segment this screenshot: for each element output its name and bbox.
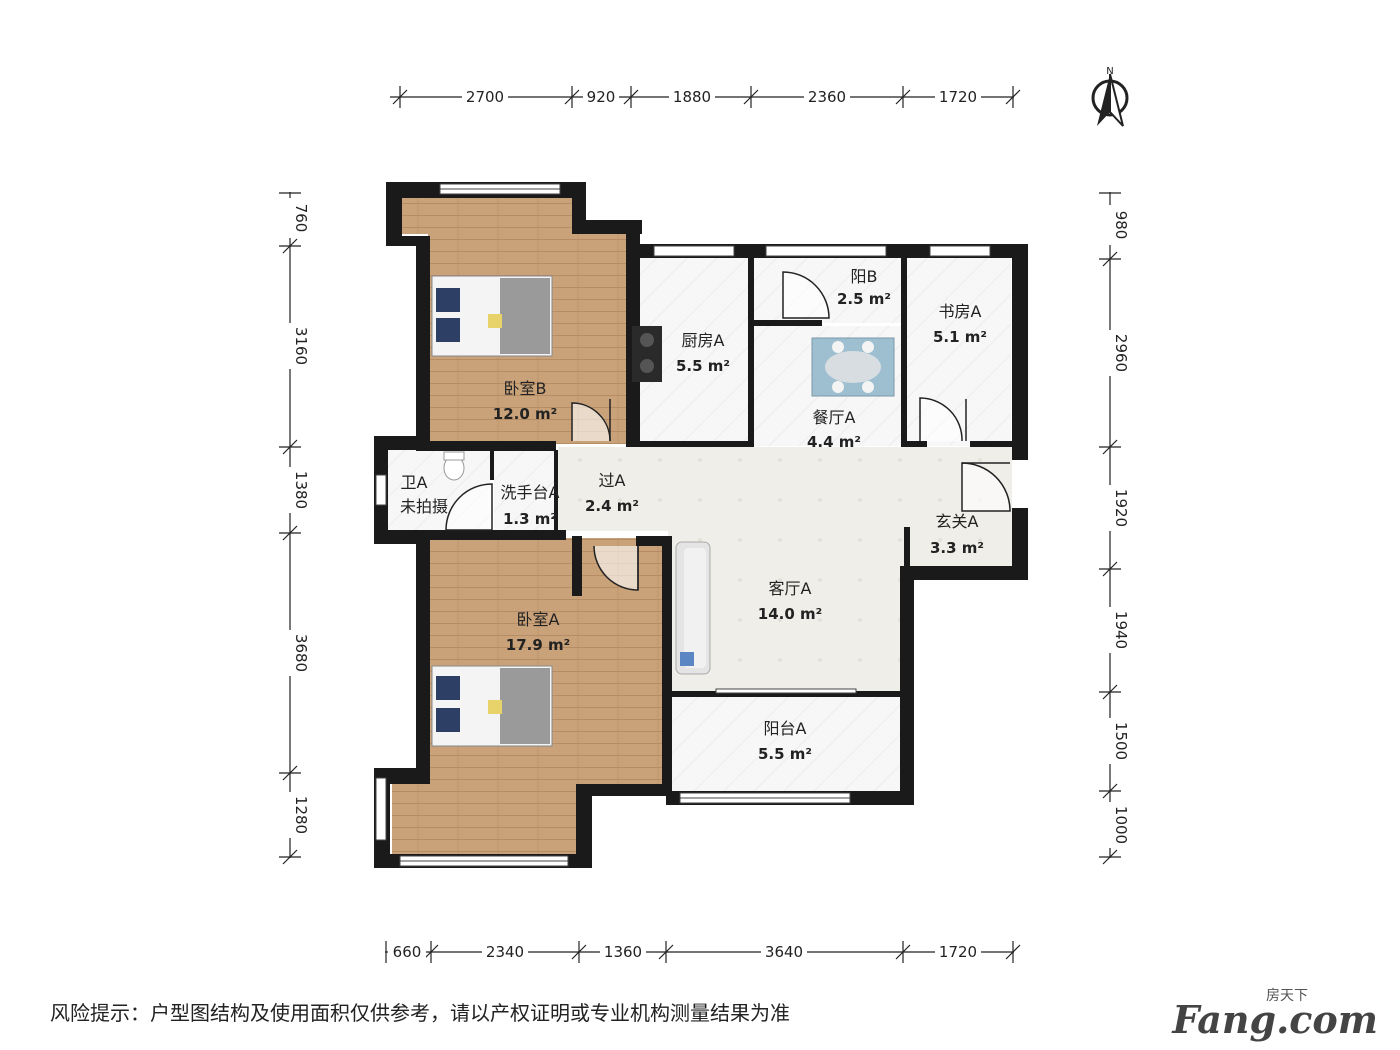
floor-washbasin bbox=[494, 450, 554, 530]
room-washbasin-name: 洗手台A bbox=[501, 483, 560, 502]
dim-bottom-4: 3640 bbox=[765, 943, 803, 961]
north-arrow-icon: N bbox=[1091, 66, 1129, 127]
dim-top-5: 1720 bbox=[939, 88, 977, 106]
room-balcony-b-area: 2.5 m² bbox=[837, 290, 891, 308]
toilet-icon bbox=[443, 451, 465, 481]
compass-label: N bbox=[1106, 66, 1113, 77]
windows bbox=[375, 183, 991, 867]
dim-top-1: 2700 bbox=[466, 88, 504, 106]
dim-left-3: 1380 bbox=[292, 471, 310, 509]
dim-right-2: 2960 bbox=[1112, 334, 1130, 372]
room-living-area: 14.0 m² bbox=[758, 605, 822, 623]
room-bedroom-a-area: 17.9 m² bbox=[506, 636, 570, 654]
floor-bedroom-b bbox=[400, 198, 572, 234]
room-kitchen-area: 5.5 m² bbox=[676, 357, 730, 375]
floor-balcony-a bbox=[672, 697, 900, 791]
room-study-name: 书房A bbox=[939, 302, 982, 321]
dim-left-5: 1280 bbox=[292, 796, 310, 834]
room-bedroom-b-name: 卧室B bbox=[504, 379, 547, 398]
logo-top-text: 房天下 bbox=[1266, 988, 1308, 1004]
dim-left-2: 3160 bbox=[292, 327, 310, 365]
dim-bottom-5: 1720 bbox=[939, 943, 977, 961]
dim-top-3: 1880 bbox=[673, 88, 711, 106]
dimension-bottom bbox=[385, 941, 1021, 963]
risk-disclaimer: 风险提示：户型图结构及使用面积仅供参考，请以产权证明或专业机构测量结果为准 bbox=[50, 1001, 790, 1025]
fang-logo: 房天下 Fang.com bbox=[1172, 985, 1378, 1045]
logo-main-text: Fang.com bbox=[1172, 997, 1378, 1042]
dim-bottom-1: 660 bbox=[393, 943, 422, 961]
room-bedroom-a-name: 卧室A bbox=[517, 610, 560, 629]
stove-icon bbox=[632, 326, 662, 382]
sofa-icon bbox=[675, 541, 711, 675]
dimension-right-labels: 980 2960 1920 1940 1500 1000 bbox=[1100, 205, 1130, 848]
room-living-name: 客厅A bbox=[769, 579, 812, 598]
room-kitchen-name: 厨房A bbox=[682, 331, 725, 350]
dim-right-3: 1920 bbox=[1112, 489, 1130, 527]
dim-left-1: 760 bbox=[292, 204, 310, 233]
dimension-top-labels: 2700 920 1880 2360 1720 bbox=[462, 88, 981, 106]
dimension-left-labels: 760 3160 1380 3680 1280 bbox=[280, 198, 310, 838]
room-entrance-name: 玄关A bbox=[936, 512, 979, 531]
dim-left-4: 3680 bbox=[292, 634, 310, 672]
room-washbasin-area: 1.3 m² bbox=[503, 510, 557, 528]
room-bedroom-b-area: 12.0 m² bbox=[493, 405, 557, 423]
room-balcony-b-name: 阳B bbox=[851, 267, 878, 286]
room-balcony-a-name: 阳台A bbox=[764, 719, 807, 738]
dining-table-icon bbox=[811, 337, 895, 397]
dim-right-5: 1500 bbox=[1112, 722, 1130, 760]
dimension-bottom-labels: 660 2340 1360 3640 1720 bbox=[388, 943, 981, 961]
room-labels: 卧室B 12.0 m² 厨房A 5.5 m² 阳B 2.5 m² 书房A 5.1… bbox=[400, 267, 987, 763]
room-dining-area: 4.4 m² bbox=[807, 433, 861, 451]
room-balcony-a-area: 5.5 m² bbox=[758, 745, 812, 763]
dim-top-2: 920 bbox=[587, 88, 616, 106]
room-study-area: 5.1 m² bbox=[933, 328, 987, 346]
dim-bottom-3: 1360 bbox=[604, 943, 642, 961]
bed-icon bbox=[431, 275, 553, 357]
dim-right-6: 1000 bbox=[1112, 806, 1130, 844]
dim-bottom-2: 2340 bbox=[486, 943, 524, 961]
bed-icon bbox=[431, 665, 553, 747]
room-entrance-area: 3.3 m² bbox=[930, 539, 984, 557]
dim-right-1: 980 bbox=[1112, 211, 1130, 240]
room-dining-name: 餐厅A bbox=[813, 408, 856, 427]
room-hallway-name: 过A bbox=[599, 471, 626, 490]
doors bbox=[445, 271, 1011, 591]
dim-right-4: 1940 bbox=[1112, 611, 1130, 649]
room-bathroom-area: 未拍摄 bbox=[400, 497, 448, 516]
dimension-left bbox=[279, 192, 301, 865]
room-hallway-area: 2.4 m² bbox=[585, 497, 639, 515]
dim-top-4: 2360 bbox=[808, 88, 846, 106]
room-bathroom-name: 卫A bbox=[401, 473, 428, 492]
